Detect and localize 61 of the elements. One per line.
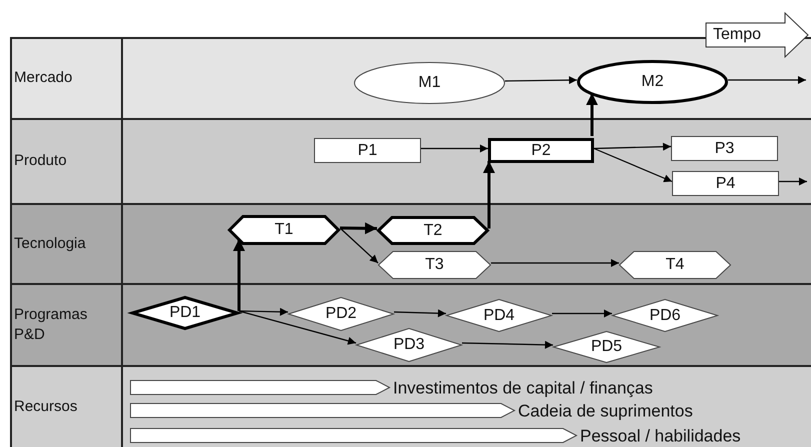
- row-label: Recursos: [14, 396, 78, 417]
- row-label: Tecnologia: [14, 234, 86, 254]
- product-box: [672, 171, 779, 196]
- swimlane-row: [10, 203, 811, 283]
- node-label: PD2: [325, 306, 357, 322]
- program-diamond: [446, 299, 552, 332]
- arrow: [462, 340, 554, 349]
- arrow: [594, 148, 672, 182]
- resource-label: Cadeia de suprimentos: [518, 402, 693, 419]
- technology-hexagon: [378, 251, 491, 279]
- arrow: [586, 93, 598, 136]
- node-label: T4: [666, 257, 684, 273]
- technology-hexagon: [377, 216, 489, 245]
- arrow: [421, 144, 488, 152]
- arrow: [505, 76, 577, 84]
- milestone-ellipse: [354, 62, 505, 104]
- swimlane-row: [10, 365, 811, 447]
- node-label: M2: [641, 74, 664, 90]
- arrow: [394, 309, 446, 318]
- node-label: PD6: [649, 308, 681, 324]
- resource-label: Investimentos de capital / finanças: [393, 379, 653, 396]
- arrow: [238, 310, 356, 345]
- node-label: P4: [716, 176, 736, 192]
- swimlane-row: [10, 118, 811, 203]
- node-label: PD4: [483, 308, 515, 324]
- arrow: [491, 259, 619, 267]
- arrow: [728, 76, 806, 84]
- arrow: [233, 239, 245, 311]
- program-diamond: [356, 328, 462, 362]
- node-label: T3: [425, 257, 444, 273]
- arrow: [340, 228, 378, 264]
- row-label: Mercado: [14, 68, 72, 88]
- program-diamond: [288, 297, 394, 331]
- arrow: [779, 178, 807, 186]
- technology-hexagon: [619, 251, 731, 279]
- node-label: T1: [274, 222, 294, 238]
- arrow: [483, 161, 495, 228]
- product-box: [488, 138, 594, 163]
- product-box: [314, 138, 421, 163]
- node-label: PD1: [169, 305, 201, 321]
- arrow: [594, 142, 672, 151]
- row-label: Produto: [14, 151, 67, 172]
- node-label: M1: [418, 75, 441, 91]
- axis-label: Tempo: [713, 27, 762, 43]
- product-box: [671, 136, 778, 161]
- node-label: P3: [714, 140, 734, 156]
- node-label: P2: [531, 142, 551, 158]
- program-diamond: [553, 331, 660, 363]
- arrow: [552, 310, 612, 318]
- node-label: T2: [424, 222, 442, 238]
- program-diamond: [612, 299, 718, 332]
- resource-label: Pessoal / habilidades: [580, 427, 741, 444]
- technology-hexagon: [228, 215, 340, 245]
- node-label: PD5: [590, 339, 622, 355]
- row-label: Programas P&D: [14, 304, 88, 345]
- node-label: P1: [358, 142, 378, 158]
- swimlane-row: [10, 283, 811, 365]
- arrow: [340, 222, 378, 234]
- milestone-ellipse: [577, 60, 728, 104]
- arrow: [238, 308, 288, 316]
- node-label: PD3: [393, 337, 425, 353]
